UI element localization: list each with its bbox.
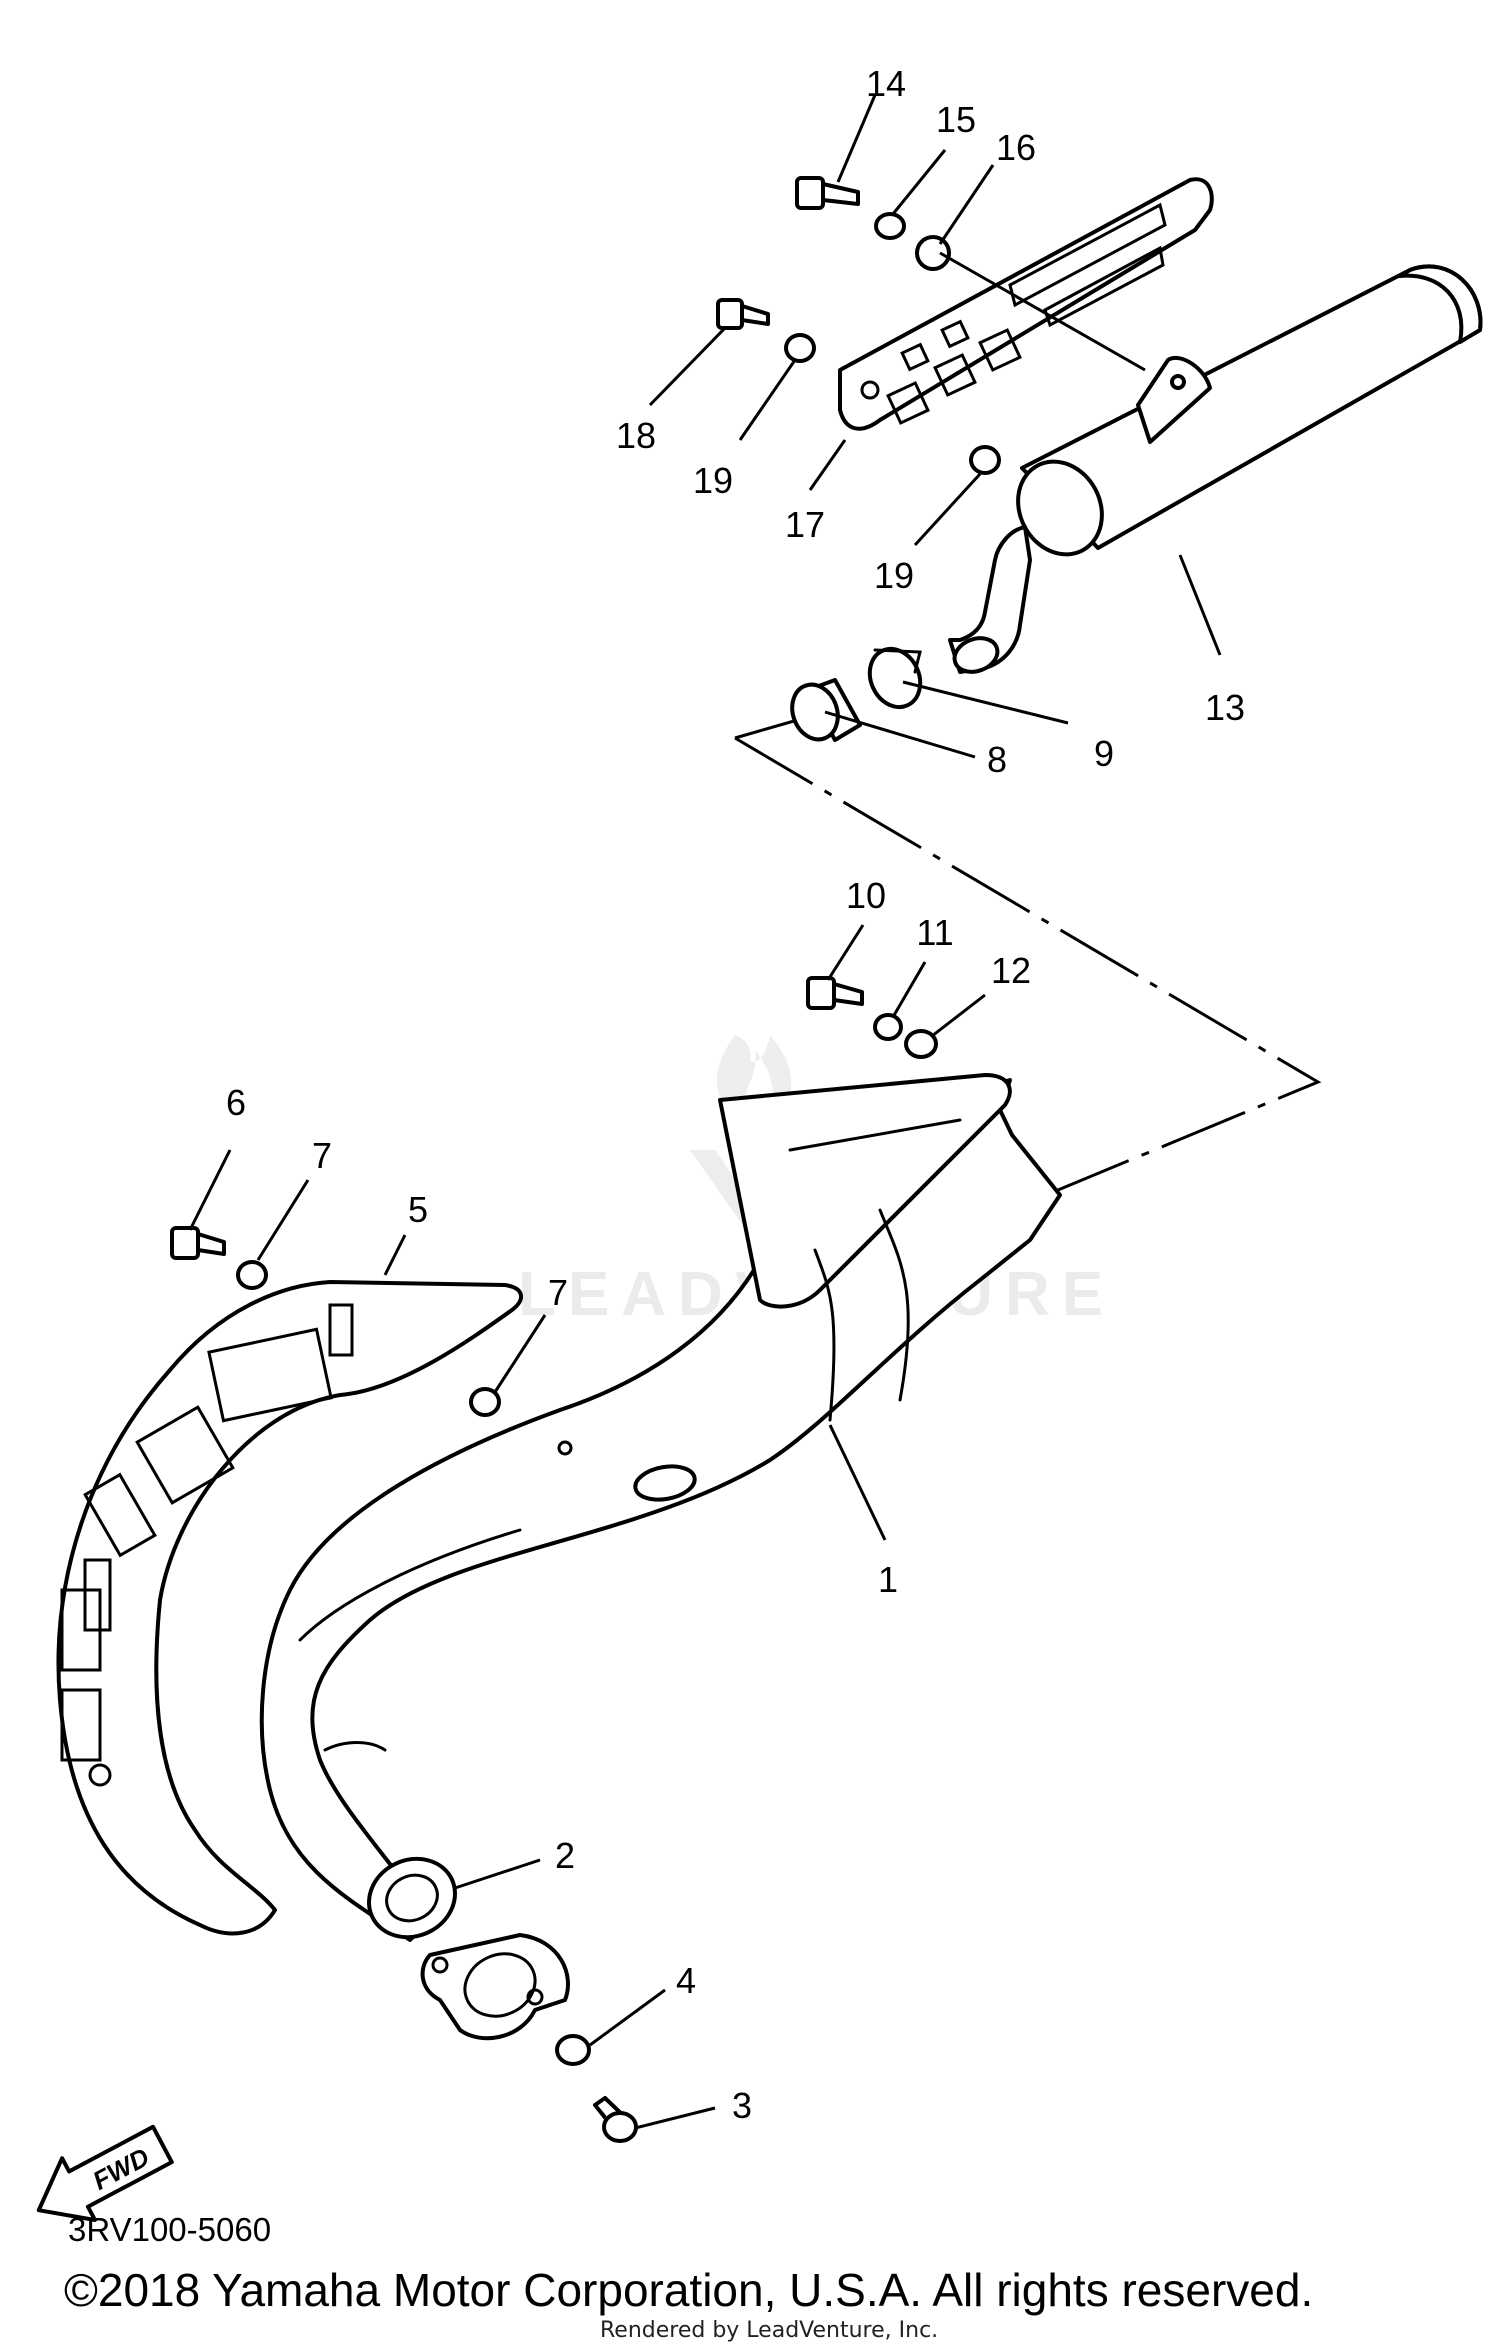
part-clamp-9	[867, 646, 923, 710]
part-bolt-10	[806, 976, 864, 1010]
part-washer-19-lower	[969, 445, 1001, 475]
part-washer-4	[555, 2034, 591, 2066]
callout-6: 6	[226, 1082, 246, 1123]
part-washer-7-right	[469, 1387, 501, 1417]
rendered-by-notice: Rendered by LeadVenture, Inc.	[600, 2318, 939, 2343]
callout-19-upper: 19	[693, 460, 733, 501]
diagram-code: 3RV100-5060	[68, 2211, 272, 2248]
part-washer-7-left	[236, 1260, 268, 1290]
copyright-notice: ©2018 Yamaha Motor Corporation, U.S.A. A…	[64, 2264, 1314, 2316]
callout-10: 10	[846, 875, 886, 916]
callout-19-lower: 19	[874, 555, 914, 596]
callout-7-right: 7	[548, 1272, 568, 1313]
part-heat-protector-17	[838, 177, 1214, 431]
callouts: 1 2 3 4 5 6 7 7 8 9 10 11 12 13 14 15 16…	[226, 63, 1245, 2126]
callout-2: 2	[555, 1835, 575, 1876]
callout-7-left: 7	[312, 1135, 332, 1176]
part-washer-15	[874, 212, 906, 240]
part-exhaust-pipe-1	[259, 1073, 1062, 1942]
callout-4: 4	[676, 1960, 696, 2001]
part-washer-19-upper	[784, 333, 816, 363]
part-heat-protector-5	[56, 1280, 523, 1936]
callout-13: 13	[1205, 687, 1245, 728]
callout-17: 17	[785, 504, 825, 545]
part-flange	[420, 1933, 570, 2041]
callout-18: 18	[616, 415, 656, 456]
part-stud-3	[593, 2096, 638, 2143]
part-washer-12	[904, 1029, 938, 1059]
leader-lines	[188, 94, 1222, 2130]
part-grommet-16	[915, 235, 951, 271]
part-bolt-18	[716, 298, 770, 330]
part-washer-11	[873, 1013, 903, 1041]
callout-14: 14	[866, 63, 906, 104]
part-bolt-6	[170, 1226, 226, 1260]
callout-3: 3	[732, 2085, 752, 2126]
callout-9: 9	[1094, 733, 1114, 774]
callout-8: 8	[987, 739, 1007, 780]
callout-5: 5	[408, 1189, 428, 1230]
part-bolt-14	[795, 176, 860, 210]
callout-12: 12	[991, 950, 1031, 991]
part-silencer-13	[948, 264, 1483, 674]
callout-1: 1	[878, 1559, 898, 1600]
callout-15: 15	[936, 99, 976, 140]
callout-16: 16	[996, 127, 1036, 168]
part-joint-8	[790, 678, 862, 742]
part-gasket-2	[367, 1856, 457, 1940]
callout-11: 11	[916, 912, 953, 953]
